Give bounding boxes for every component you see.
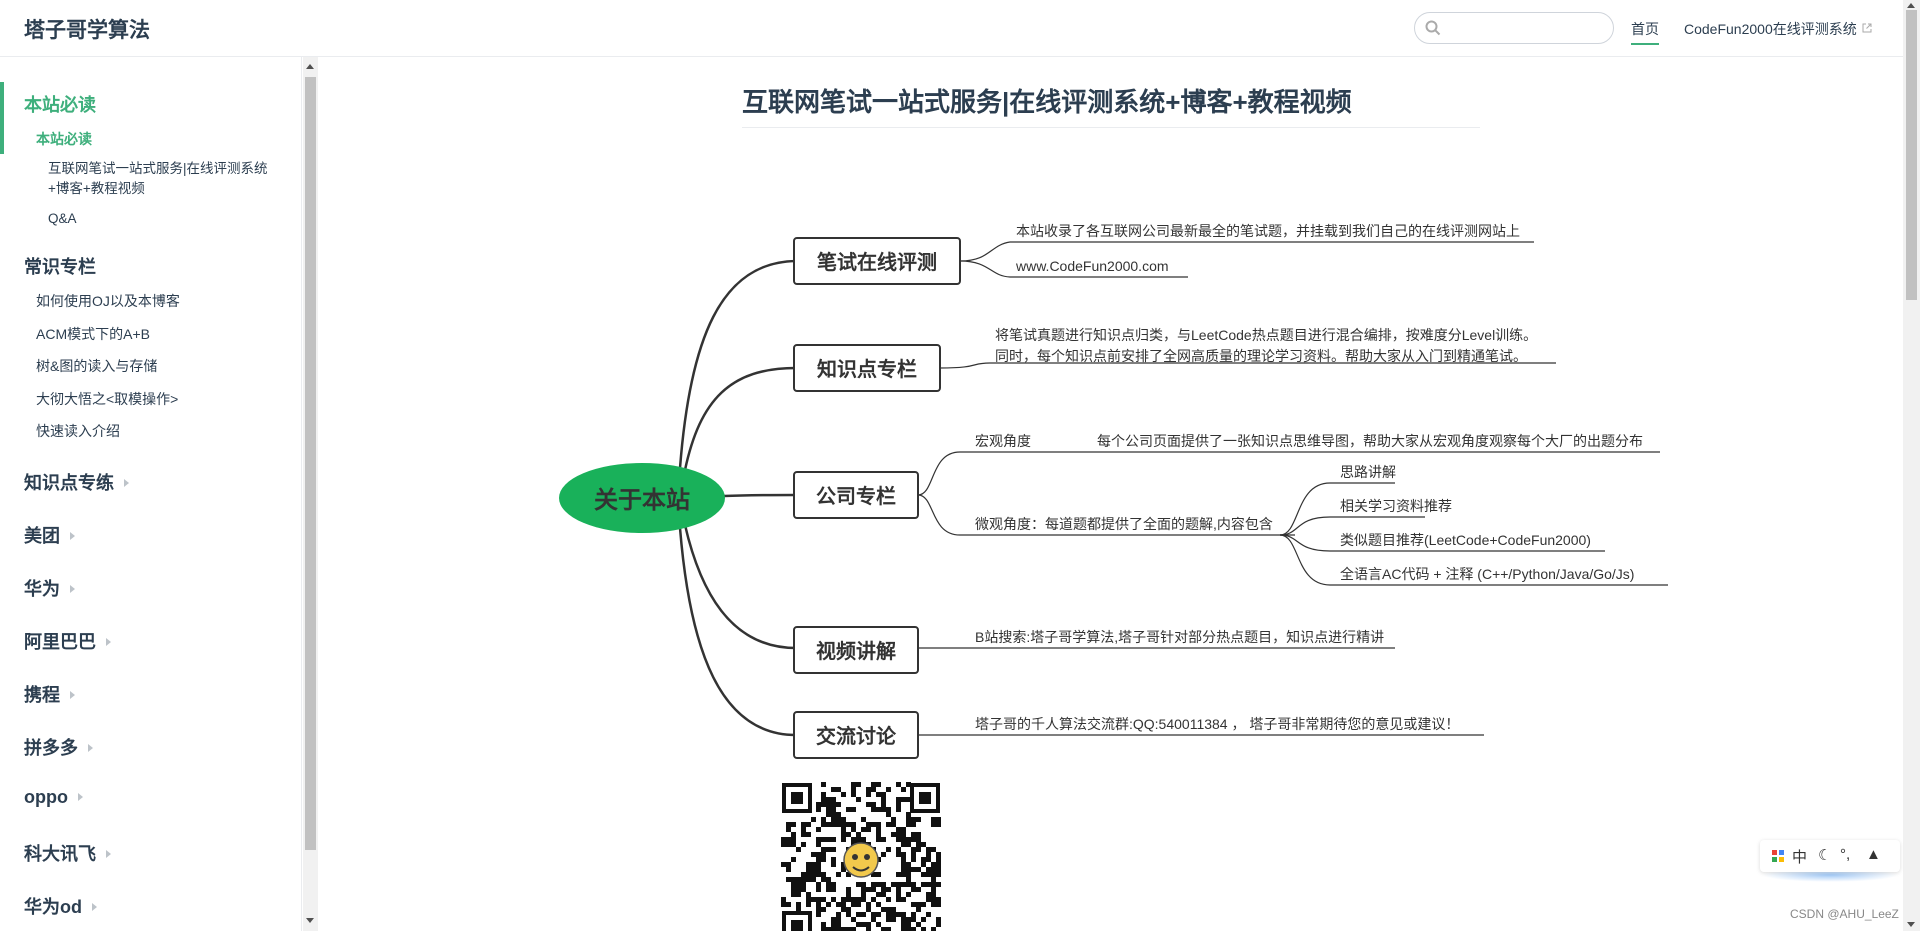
chevron-right-icon [92, 903, 97, 911]
scroll-up-arrow-icon[interactable] [306, 64, 314, 69]
sidebar-group-oppo-label: oppo [24, 787, 68, 807]
sidebar-group-oppo[interactable]: oppo [24, 787, 83, 808]
mindmap: 关于本站 笔试在线评测 知识点专栏 公司专栏 视频讲解 交流讨论 本站收录了各互… [559, 223, 1668, 759]
note-knowledge-line2: 同时，每个知识点前安排了全网高质量的理论学习资料。帮助大家从入门到精通笔试。 [995, 348, 1527, 364]
skin-icon[interactable]: ▲ [1866, 846, 1881, 863]
sidebar-group-ctrip-label: 携程 [24, 685, 60, 705]
chevron-right-icon [88, 744, 93, 752]
sidebar-group-meituan-label: 美团 [24, 526, 60, 546]
note-macro-label: 宏观角度 [975, 433, 1031, 449]
scroll-up-arrow-icon[interactable] [1907, 3, 1915, 8]
chevron-right-icon [70, 532, 75, 540]
sidebar-group-knowledge[interactable]: 知识点专练 [24, 469, 129, 495]
note-micro-item-4: 全语言AC代码 + 注释 (C++/Python/Java/Go/Js) [1340, 566, 1634, 582]
page-title: 互联网笔试一站式服务|在线评测系统+博客+教程视频 [742, 82, 1480, 128]
sidebar-group-alibaba-label: 阿里巴巴 [24, 632, 96, 652]
chevron-right-icon [77, 793, 83, 801]
mindmap-root-label: 关于本站 [594, 487, 690, 514]
qr-code-image [781, 782, 941, 931]
note-knowledge-line1: 将笔试真题进行知识点归类，与LeetCode热点题目进行混合编排，按难度分Lev… [995, 327, 1537, 343]
mindmap-note-lines [917, 241, 1668, 736]
sidebar-item-tree-graph[interactable]: 树&图的读入与存储 [36, 358, 158, 374]
sidebar-group-ctrip[interactable]: 携程 [24, 681, 75, 707]
note-discussion: 塔子哥的千人算法交流群:QQ:540011384 ， 塔子哥非常期待您的意见或建… [975, 716, 1459, 732]
chevron-right-icon [124, 479, 129, 487]
sidebar-subitem-overview[interactable]: 互联网笔试一站式服务|在线评测系统+博客+教程视频 [48, 161, 268, 196]
note-macro-text: 每个公司页面提供了一张知识点思维导图，帮助大家从宏观角度观察每个大厂的出题分布 [1097, 433, 1643, 449]
scroll-down-arrow-icon[interactable] [306, 918, 314, 923]
sidebar-group-must-read[interactable]: 本站必读 [24, 95, 96, 115]
ime-toolbar[interactable]: 中 ☾ °, ▲ [1760, 840, 1900, 872]
note-micro-item-2: 相关学习资料推荐 [1340, 498, 1452, 514]
note-micro-item-1: 思路讲解 [1340, 464, 1396, 480]
watermark: CSDN @AHU_LeeZ [1790, 907, 1899, 921]
branch-knowledge-column: 知识点专栏 [817, 357, 917, 381]
note-micro-item-3: 类似题目推荐(LeetCode+CodeFun2000) [1340, 532, 1591, 548]
sidebar-item-must-read[interactable]: 本站必读 [36, 131, 92, 147]
sidebar: 本站必读 本站必读 互联网笔试一站式服务|在线评测系统+博客+教程视频 Q&A … [0, 57, 302, 931]
search-box[interactable] [1414, 12, 1614, 44]
sidebar-group-huawei[interactable]: 华为 [24, 575, 75, 601]
sidebar-scrollbar-thumb[interactable] [305, 77, 316, 850]
ime-logo-icon [1772, 850, 1784, 862]
sidebar-group-pdd[interactable]: 拼多多 [24, 734, 93, 760]
branch-video: 视频讲解 [816, 639, 896, 663]
sidebar-group-huawei-od[interactable]: 华为od [24, 893, 97, 919]
sidebar-group-meituan[interactable]: 美团 [24, 522, 75, 548]
external-link-icon [1862, 23, 1872, 33]
navbar: 塔子哥学算法 首页 CodeFun2000在线评测系统 [0, 0, 1920, 57]
sidebar-active-indicator [0, 82, 4, 154]
chevron-right-icon [70, 585, 75, 593]
mindmap-connectors [678, 259, 797, 737]
nav-link-codefun-label: CodeFun2000在线评测系统 [1684, 21, 1857, 37]
search-icon [1425, 20, 1441, 36]
mindmap-branch-boxes [793, 237, 961, 759]
sidebar-item-modulo[interactable]: 大彻大悟之<取模操作> [36, 391, 179, 407]
branch-company-column: 公司专栏 [816, 484, 896, 508]
note-micro-label: 微观角度：每道题都提供了全面的题解,内容包含 [975, 516, 1273, 532]
nav-link-home[interactable]: 首页 [1631, 19, 1659, 45]
sidebar-group-iflytek-label: 科大讯飞 [24, 844, 96, 864]
moon-icon[interactable]: ☾ [1818, 847, 1832, 864]
chevron-right-icon [70, 691, 75, 699]
punctuation-icon[interactable]: °, [1840, 846, 1851, 863]
sidebar-item-fast-input[interactable]: 快速读入介绍 [36, 423, 120, 439]
branch-discussion: 交流讨论 [816, 724, 897, 748]
mindmap-root-node [559, 463, 725, 533]
sidebar-group-pdd-label: 拼多多 [24, 738, 78, 758]
search-input[interactable] [1445, 18, 1609, 40]
sidebar-group-common[interactable]: 常识专栏 [24, 257, 96, 277]
sidebar-group-alibaba[interactable]: 阿里巴巴 [24, 628, 111, 654]
note-oj-desc: 本站收录了各互联网公司最新最全的笔试题，并挂载到我们自己的在线评测网站上 [1016, 223, 1520, 239]
branch-online-judge: 笔试在线评测 [817, 250, 937, 274]
chevron-right-icon [106, 638, 111, 646]
sidebar-item-acm-ab[interactable]: ACM模式下的A+B [36, 326, 150, 342]
page-scrollbar-thumb[interactable] [1906, 10, 1917, 300]
nav-link-codefun[interactable]: CodeFun2000在线评测系统 [1684, 19, 1872, 39]
chevron-right-icon [106, 850, 111, 858]
ime-lang-toggle[interactable]: 中 [1792, 849, 1808, 866]
scroll-down-arrow-icon[interactable] [1907, 922, 1915, 927]
sidebar-group-knowledge-label: 知识点专练 [24, 473, 114, 493]
note-oj-url: www.CodeFun2000.com [1015, 258, 1169, 274]
site-name[interactable]: 塔子哥学算法 [24, 19, 150, 42]
sidebar-group-iflytek[interactable]: 科大讯飞 [24, 840, 111, 866]
sidebar-group-huawei-label: 华为 [24, 579, 60, 599]
note-video: B站搜索:塔子哥学算法,塔子哥针对部分热点题目，知识点进行精讲 [975, 629, 1384, 645]
sidebar-item-oj-usage[interactable]: 如何使用OJ以及本博客 [36, 293, 180, 309]
sidebar-group-huawei-od-label: 华为od [24, 897, 82, 917]
sidebar-subitem-qa[interactable]: Q&A [48, 211, 77, 226]
